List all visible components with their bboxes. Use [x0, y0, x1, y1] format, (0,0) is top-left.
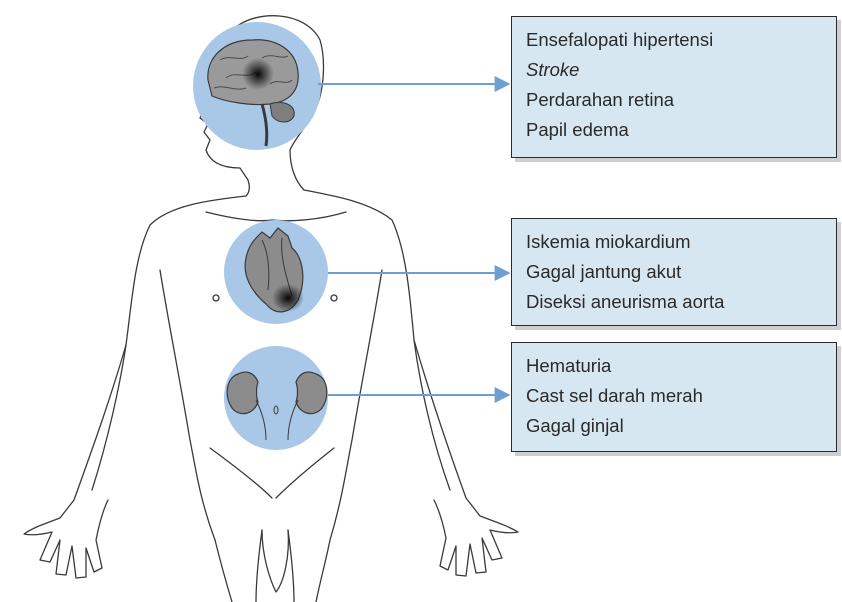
kidney-right — [296, 372, 327, 414]
clavicle-lines — [206, 212, 346, 221]
leg-right — [288, 530, 330, 602]
torso-right — [304, 190, 450, 490]
callout-heart-line-3: Diseksi aneurisma aorta — [526, 287, 824, 317]
callout-heart-line-2: Gagal jantung akut — [526, 257, 824, 287]
kidney-icon — [227, 372, 258, 414]
leg-left — [215, 530, 262, 602]
callout-kidney-line-2: Cast sel darah merah — [526, 381, 824, 411]
callout-kidney-line-1: Hematuria — [526, 351, 824, 381]
torso-left — [92, 196, 246, 490]
brain-lesion — [242, 58, 274, 90]
neck-outline — [246, 150, 304, 196]
callout-heart: Iskemia miokardium Gagal jantung akut Di… — [511, 218, 837, 326]
callout-heart-line-1: Iskemia miokardium — [526, 227, 824, 257]
callout-brain-line-1: Ensefalopati hipertensi — [526, 25, 824, 55]
nipple-left — [213, 295, 219, 301]
torso-inner-right — [330, 270, 382, 540]
groin — [262, 530, 288, 592]
heart-lesion — [272, 284, 304, 312]
arm-right — [414, 340, 518, 576]
callout-kidney: Hematuria Cast sel darah merah Gagal gin… — [511, 342, 837, 452]
arm-left — [24, 345, 126, 578]
callout-kidney-line-3: Gagal ginjal — [526, 411, 824, 441]
brain-halo — [193, 22, 321, 150]
callout-brain-line-2: Stroke — [526, 55, 824, 85]
hip-lines — [210, 448, 334, 498]
callout-brain-line-4: Papil edema — [526, 115, 824, 145]
torso-inner-left — [160, 270, 215, 540]
callout-brain-line-3: Perdarahan retina — [526, 85, 824, 115]
callout-brain: Ensefalopati hipertensi Stroke Perdaraha… — [511, 16, 837, 158]
heart-halo — [224, 220, 328, 324]
kidney-halo — [224, 346, 328, 450]
nipple-right — [331, 295, 337, 301]
